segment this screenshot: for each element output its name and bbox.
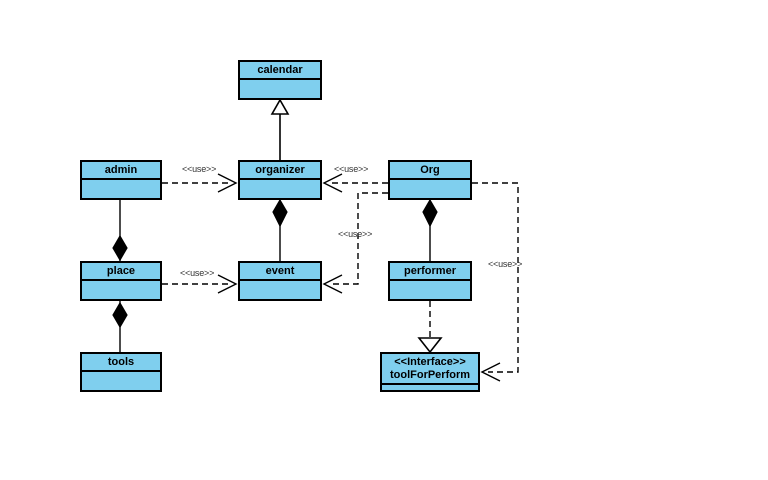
class-name-place: place (82, 263, 160, 281)
class-attributes-toolforperform (382, 385, 478, 390)
edge-label-place-event: <<use>> (180, 268, 215, 278)
edge-org-dependency-organizer (322, 173, 388, 193)
class-name-event: event (240, 263, 320, 281)
class-name-toolforperform: toolForPerform (389, 368, 471, 381)
class-attributes-performer (390, 281, 470, 299)
class-attributes-event (240, 281, 320, 299)
class-attributes-tools (82, 372, 160, 390)
edge-label-org-toolforperform: <<use>> (488, 259, 523, 269)
class-box-admin[interactable]: admin (80, 160, 162, 200)
class-name-calendar: calendar (240, 62, 320, 80)
edge-org-dependency-event (322, 192, 388, 294)
edge-org-composition-performer (422, 198, 438, 261)
class-box-place[interactable]: place (80, 261, 162, 301)
class-name-performer: performer (390, 263, 470, 281)
edge-performer-realization-toolforperform (417, 301, 443, 354)
class-box-toolforperform[interactable]: <<Interface>> toolForPerform (380, 352, 480, 392)
class-box-tools[interactable]: tools (80, 352, 162, 392)
class-name-org: Org (390, 162, 470, 180)
class-header-toolforperform: <<Interface>> toolForPerform (382, 354, 478, 385)
class-box-org[interactable]: Org (388, 160, 472, 200)
edge-org-dependency-toolforperform (472, 182, 519, 382)
class-attributes-calendar (240, 80, 320, 98)
class-box-performer[interactable]: performer (388, 261, 472, 301)
class-attributes-org (390, 180, 470, 198)
class-attributes-place (82, 281, 160, 299)
class-box-event[interactable]: event (238, 261, 322, 301)
class-name-admin: admin (82, 162, 160, 180)
edge-admin-composition-place (112, 200, 128, 262)
edge-place-composition-tools (112, 301, 128, 352)
edge-place-dependency-event (162, 274, 238, 294)
class-name-tools: tools (82, 354, 160, 372)
class-stereotype-toolforperform: <<Interface>> (394, 355, 466, 368)
class-box-organizer[interactable]: organizer (238, 160, 322, 200)
edge-label-admin-organizer: <<use>> (182, 164, 217, 174)
class-box-calendar[interactable]: calendar (238, 60, 322, 100)
edge-organizer-generalization-calendar (270, 98, 290, 160)
edge-admin-dependency-organizer (162, 173, 238, 193)
edge-label-org-organizer: <<use>> (334, 164, 369, 174)
class-attributes-admin (82, 180, 160, 198)
class-name-organizer: organizer (240, 162, 320, 180)
class-attributes-organizer (240, 180, 320, 198)
edge-label-org-event: <<use>> (338, 229, 373, 239)
edge-organizer-composition-event (272, 198, 288, 261)
